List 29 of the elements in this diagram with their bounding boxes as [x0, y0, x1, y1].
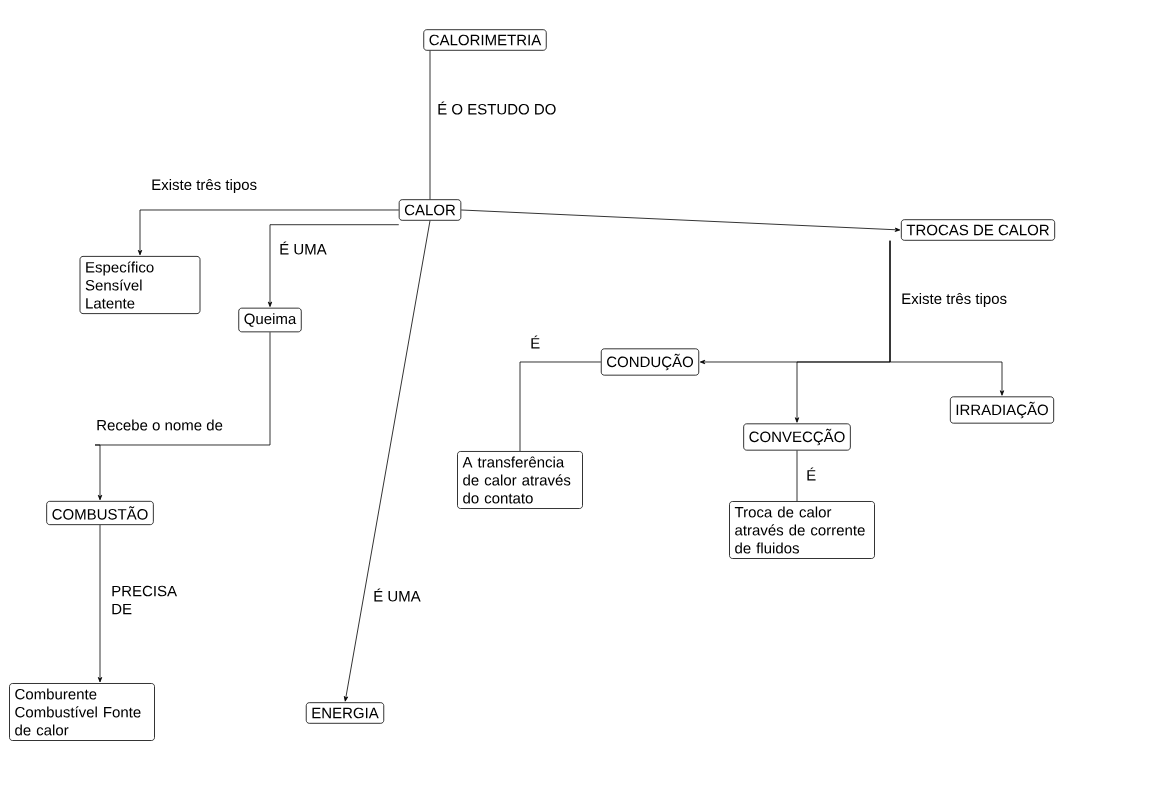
concept-box: IRRADIAÇÃO: [949, 396, 1055, 424]
edge-label: Existe três tipos: [900, 292, 1009, 308]
concept-box: CALOR: [398, 199, 462, 221]
concept-box: CONVECÇÃO: [743, 423, 851, 451]
arrow: [97, 524, 103, 683]
edge-label: Existe três tipos: [150, 178, 259, 194]
concept-box: Específico Sensível Latente: [79, 256, 201, 314]
arrow: [460, 209, 901, 232]
concept-box: A transferência de calor através do contato: [457, 451, 583, 509]
edge-label: É UMA: [278, 240, 328, 256]
edge-label: É: [529, 334, 542, 350]
concept-box: COMBUSTÃO: [46, 500, 154, 526]
arrow: [267, 224, 400, 307]
concept-box: Comburente Combustível Fonte de calor: [9, 683, 155, 741]
concept-box: Troca de calor através de corrente de fluidos: [729, 501, 875, 559]
edge-label: É: [805, 466, 818, 482]
concept-box: TROCAS DE CALOR: [900, 219, 1056, 241]
concept-box: CALORIMETRIA: [423, 29, 547, 51]
concept-box: ENERGIA: [305, 702, 385, 724]
arrow: [137, 209, 400, 256]
edge-label: É UMA: [372, 587, 422, 603]
concept-box: CONDUÇÃO: [600, 348, 700, 376]
arrow: [343, 220, 431, 702]
edge-label: É O ESTUDO DO: [436, 100, 558, 116]
arrow: [94, 331, 271, 501]
edge-label: PRECISA DE: [110, 584, 178, 616]
arrow: [889, 240, 1005, 396]
edge-label: Recebe o nome de: [95, 418, 224, 432]
concept-box: Queima: [238, 307, 302, 333]
